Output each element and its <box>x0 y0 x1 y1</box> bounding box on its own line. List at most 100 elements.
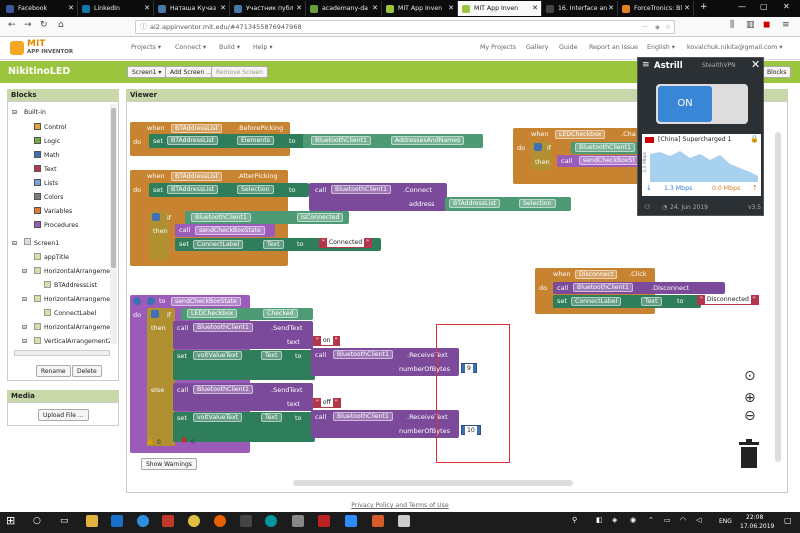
terminal-icon[interactable] <box>240 515 252 527</box>
vpn-toggle[interactable]: ON <box>656 84 748 124</box>
maximize-icon[interactable]: ▢ <box>760 2 768 11</box>
clock-date[interactable]: 17.06.2019 <box>740 523 775 530</box>
workspace-horizontal-scrollbar[interactable] <box>293 480 573 486</box>
tree-horizontal-arrangement-2[interactable]: HorizontalArrangemer <box>44 296 113 303</box>
tree-horizontal-arrangement-3[interactable]: HorizontalArrangemer <box>44 324 113 331</box>
server-name[interactable]: [China] Supercharged 1 <box>658 136 732 143</box>
tab-vk-1[interactable]: Наташа Кучаз✕ <box>154 1 230 16</box>
property-dropdown[interactable]: Text <box>261 413 282 422</box>
getter-block[interactable] <box>185 211 349 224</box>
menu-icon[interactable]: ≡ <box>782 20 790 30</box>
extension-icon[interactable]: ◼ <box>763 20 771 30</box>
component-dropdown[interactable]: BluetoothClient1 <box>573 283 633 292</box>
clock-time[interactable]: 22:08 <box>746 514 764 521</box>
component-dropdown[interactable]: BluetoothClient1 <box>333 412 393 421</box>
show-hidden-icons-icon[interactable]: ⌃ <box>648 516 654 524</box>
tree-builtin[interactable]: Built-in <box>24 109 46 116</box>
tree-horizontal-arrangement-1[interactable]: HorizontalArrangemer <box>44 268 113 275</box>
component-dropdown[interactable]: BluetoothClient1 <box>333 350 393 359</box>
text-string-block[interactable]: " Disconnected " <box>697 295 759 305</box>
tab-mit-app-inventor-2[interactable]: MIT App Inven✕ <box>458 1 542 16</box>
close-tab-icon[interactable]: ✕ <box>448 4 454 12</box>
tree-item-control[interactable]: Control <box>44 124 67 131</box>
tab-academany[interactable]: academany-da✕ <box>306 1 382 16</box>
tray-icon[interactable]: ◈ <box>612 516 618 524</box>
app-icon[interactable] <box>318 515 330 527</box>
collapse-icon[interactable]: ⊟ <box>12 109 18 116</box>
set-block[interactable] <box>173 350 315 380</box>
show-warnings-button[interactable]: Show Warnings <box>141 458 197 470</box>
collapse-icon[interactable]: ⊟ <box>22 338 28 345</box>
pocket-icon[interactable]: ◈ <box>655 23 660 31</box>
gear-icon[interactable] <box>133 297 141 305</box>
tree-vertical-scrollbar[interactable] <box>110 104 117 344</box>
zoom-icon[interactable] <box>345 515 357 527</box>
set-block[interactable] <box>553 295 701 308</box>
property-dropdown[interactable]: Selection <box>237 185 274 194</box>
component-dropdown[interactable]: voltValueText <box>193 413 243 422</box>
component-dropdown[interactable]: BTAddressList <box>171 124 222 133</box>
collapse-icon[interactable]: ⊟ <box>22 324 28 331</box>
help-icon[interactable] <box>147 297 155 305</box>
tree-connectlabel[interactable]: ConnectLabel <box>54 310 97 317</box>
component-dropdown[interactable]: LEDCheckbox <box>187 309 238 318</box>
component-dropdown[interactable]: BTAddressList <box>167 185 218 194</box>
menu-language[interactable]: English ▾ <box>647 44 675 51</box>
menu-help[interactable]: Help ▾ <box>253 44 273 51</box>
close-tab-icon[interactable]: ✕ <box>684 4 690 12</box>
tree-item-text[interactable]: Text <box>44 166 57 173</box>
component-dropdown[interactable]: ConnectLabel <box>571 297 622 306</box>
close-tab-icon[interactable]: ✕ <box>372 4 378 12</box>
procedure-dropdown[interactable]: sendCheckBoxState <box>195 226 265 235</box>
search-icon[interactable]: ○ <box>33 516 41 526</box>
library-icon[interactable]: ⫼ <box>730 20 735 30</box>
gear-icon[interactable] <box>152 213 160 221</box>
text-string-block[interactable]: " Connected " <box>319 238 372 248</box>
zoom-out-icon[interactable]: ⊖ <box>744 408 756 424</box>
photos-icon[interactable] <box>292 515 304 527</box>
procedure-name-field[interactable]: sendCheckBoxState <box>171 297 241 306</box>
if-else-block[interactable] <box>147 308 175 448</box>
component-dropdown[interactable]: BluetoothClient1 <box>191 213 251 222</box>
mit-logo[interactable]: MIT APP INVENTOR <box>10 38 80 58</box>
app-icon[interactable] <box>372 515 384 527</box>
close-tab-icon[interactable]: ✕ <box>532 4 538 12</box>
text-string-block[interactable]: " off " <box>313 398 341 408</box>
menu-account[interactable]: kovalchuk.nikita@gmail.com ▾ <box>687 44 783 51</box>
battery-icon[interactable]: ▭ <box>664 516 671 524</box>
menu-build[interactable]: Build ▾ <box>219 44 240 51</box>
tree-item-variables[interactable]: Variables <box>44 208 73 215</box>
procedure-dropdown[interactable]: sendCheckBoxSt <box>579 156 639 165</box>
recenter-icon[interactable]: ⊙ <box>744 368 756 384</box>
bookmark-star-icon[interactable]: ☆ <box>665 23 671 31</box>
component-dropdown[interactable]: BluetoothClient1 <box>193 385 253 394</box>
menu-projects[interactable]: Projects ▾ <box>131 44 161 51</box>
tray-icon[interactable]: ◧ <box>596 516 603 524</box>
link-report-issue[interactable]: Report an Issue <box>589 44 639 51</box>
gear-icon[interactable] <box>534 143 542 151</box>
tab-forcetronics[interactable]: ForceTronics: Bl✕ <box>618 1 694 16</box>
component-dropdown[interactable]: voltValueText <box>193 351 243 360</box>
close-tab-icon[interactable]: ✕ <box>68 4 74 12</box>
link-guide[interactable]: Guide <box>559 44 578 51</box>
set-block[interactable] <box>173 412 315 442</box>
call-receivetext-block[interactable] <box>311 348 459 376</box>
property-dropdown[interactable]: Selection <box>519 199 556 208</box>
network-icon[interactable]: ⚲ <box>572 516 578 524</box>
wifi-icon[interactable]: ◠ <box>680 516 687 524</box>
component-dropdown[interactable]: Disconnect <box>575 270 618 279</box>
page-actions-icon[interactable]: ··· <box>641 23 648 31</box>
close-tab-icon[interactable]: ✕ <box>220 4 226 12</box>
url-bar[interactable]: ⓘ ai2.appinventor.mit.edu/#4713455876947… <box>135 20 675 34</box>
tree-item-math[interactable]: Math <box>44 152 60 159</box>
new-tab-icon[interactable]: + <box>700 2 708 12</box>
menu-icon[interactable]: ≡ <box>642 60 650 70</box>
component-dropdown[interactable]: LEDCheckbox <box>555 130 606 139</box>
blocks-editor-button[interactable]: Blocks <box>762 66 792 78</box>
tray-icon[interactable]: ◉ <box>630 516 637 524</box>
privacy-link[interactable]: Privacy Policy and Terms of Use <box>351 502 449 509</box>
close-tab-icon[interactable]: ✕ <box>296 4 302 12</box>
tree-horizontal-scrollbar[interactable] <box>14 350 110 356</box>
component-dropdown[interactable]: BluetoothClient1 <box>331 185 391 194</box>
firefox-icon[interactable] <box>214 515 226 527</box>
